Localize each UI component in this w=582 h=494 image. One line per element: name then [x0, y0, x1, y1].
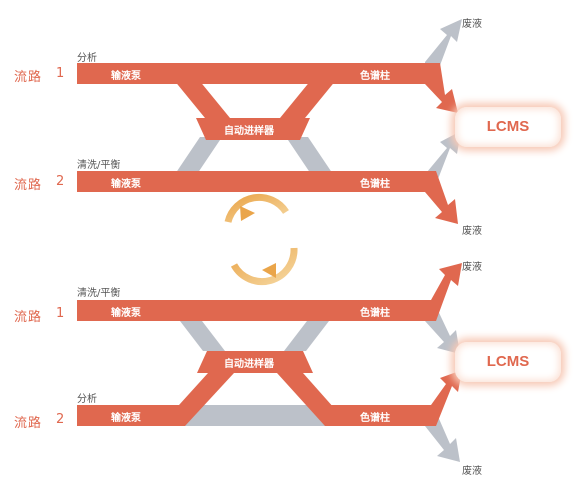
bottom-gray-right-diagonal: [284, 321, 329, 351]
bottom-flow2-column-label: 色谱柱: [360, 413, 390, 424]
bottom-diagram: [77, 263, 462, 462]
bottom-flow2-pump-label: 输液泵: [111, 413, 141, 424]
bottom-flow1-band: [77, 300, 432, 321]
bottom-flow1-number: 1: [56, 306, 66, 321]
top-waste-label-upper: 废液: [462, 19, 482, 30]
top-flow1-up-diagonal: [280, 63, 350, 118]
top-flow1-down-diagonal: [160, 63, 230, 118]
top-flow2-pump-label: 输液泵: [111, 179, 141, 190]
bottom-flow1-column-label: 色谱柱: [360, 308, 390, 319]
bottom-arrow-to-waste: [425, 263, 462, 321]
top-waste-label-lower: 废液: [462, 226, 482, 237]
top-flow1-name: 流路: [14, 70, 43, 85]
top-flow2-number: 2: [56, 174, 66, 189]
top-arrow-to-waste: [425, 171, 458, 224]
top-flow1-number: 1: [56, 66, 66, 81]
top-flow2-mode-label: 清洗/平衡: [77, 160, 121, 171]
bottom-waste-label-lower: 废液: [462, 466, 482, 477]
top-flow2-name: 流路: [14, 178, 43, 193]
bottom-flow2-band-right: [325, 405, 432, 426]
bottom-gray-bridge: [180, 405, 330, 426]
bottom-arrow-to-lcms: [425, 370, 462, 426]
bottom-flow1-name: 流路: [14, 310, 43, 325]
top-lcms-box: LCMS: [455, 107, 561, 147]
top-flow2-band: [77, 171, 432, 192]
top-flow1-pump-label: 输液泵: [111, 71, 141, 82]
bottom-flow2-name: 流路: [14, 416, 43, 431]
top-autosampler-label: 自动进样器: [224, 126, 274, 137]
bottom-flow2-band: [77, 405, 180, 426]
top-flow1-mode-label: 分析: [77, 53, 97, 64]
top-diagram: [77, 19, 462, 224]
bottom-autosampler-label: 自动进样器: [224, 359, 274, 370]
bottom-gray-left-diagonal: [180, 321, 225, 351]
top-flow2-column-label: 色谱柱: [360, 179, 390, 190]
bottom-flow2-mode-label: 分析: [77, 394, 97, 405]
top-arrow-to-lcms: [425, 63, 458, 113]
bottom-flow2-number: 2: [56, 412, 66, 427]
bottom-lcms-box: LCMS: [455, 342, 561, 382]
bottom-waste-label-upper: 废液: [462, 262, 482, 273]
refresh-cycle-icon: [224, 193, 298, 286]
bottom-flow1-mode-label: 清洗/平衡: [77, 288, 121, 299]
bottom-flow1-pump-label: 输液泵: [111, 308, 141, 319]
bottom-autosampler-box: [197, 351, 313, 373]
top-flow1-column-label: 色谱柱: [360, 71, 390, 82]
top-autosampler-box: [196, 118, 310, 140]
